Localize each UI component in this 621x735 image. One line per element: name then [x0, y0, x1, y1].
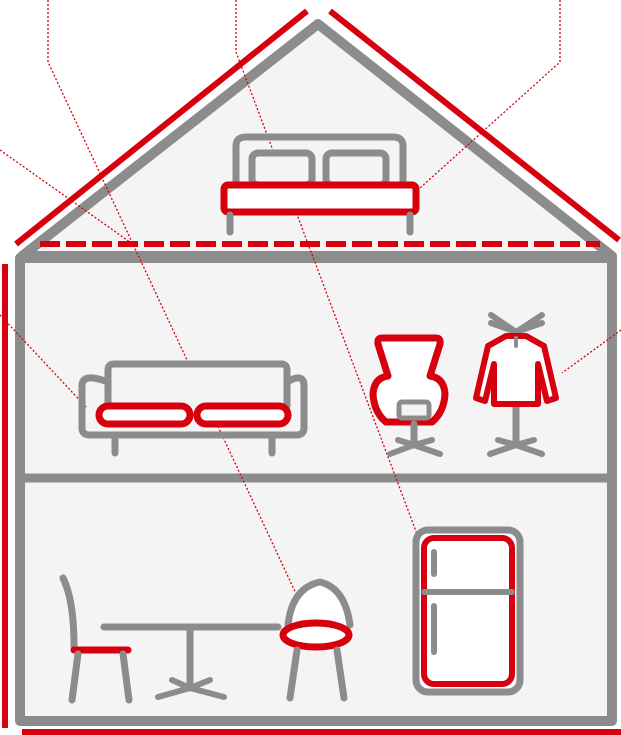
fridge-icon — [416, 530, 520, 692]
